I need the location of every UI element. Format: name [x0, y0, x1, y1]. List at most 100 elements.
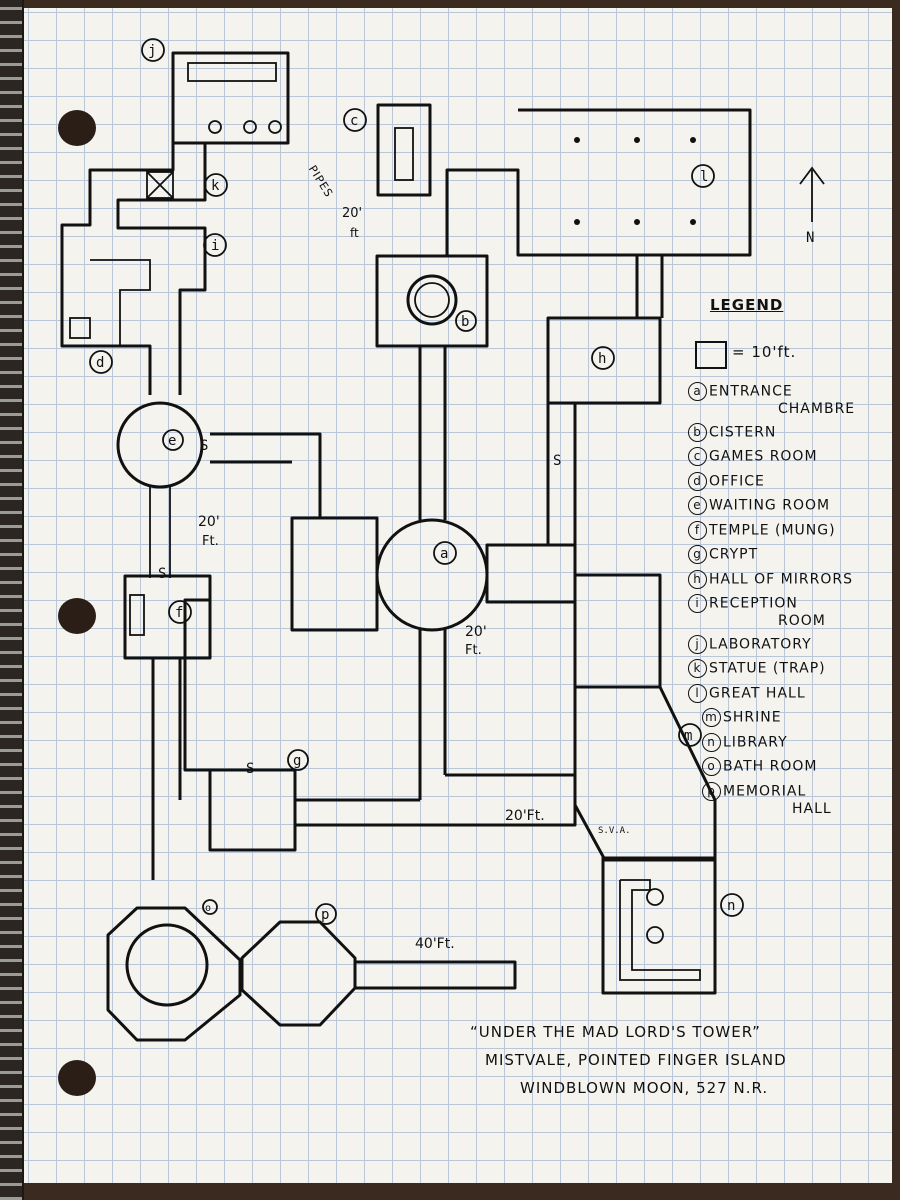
room-bath: o — [106, 899, 242, 1042]
room-memorial: p — [240, 903, 517, 1027]
legend-label: SHRINE — [723, 709, 782, 726]
stair-temple-unit: Ft. — [202, 534, 219, 549]
graph-paper — [22, 8, 892, 1183]
legend-key: k — [688, 659, 707, 678]
caption-location: MISTVALE, POINTED FINGER ISLAND — [485, 1051, 787, 1069]
room-great-hall: l — [445, 108, 752, 257]
svg-text:S.V.A.: S.V.A. — [598, 826, 631, 836]
legend-label-cont: CHAMBRE — [778, 401, 856, 417]
north-arrow: N — [799, 166, 825, 246]
corridor-east-label: 20'Ft. — [505, 808, 545, 824]
secret-door-mark: S — [553, 453, 561, 469]
room-entrance: a — [210, 432, 577, 800]
svg-text:b: b — [461, 314, 469, 330]
corridor-memorial-label: 40'Ft. — [415, 936, 455, 952]
room-laboratory: j — [141, 38, 290, 145]
legend-label: GAMES ROOM — [709, 448, 818, 465]
room-cistern: b — [375, 254, 489, 520]
legend-key: p — [702, 781, 721, 801]
legend-key: m — [702, 708, 721, 727]
legend-label: BATH ROOM — [723, 758, 818, 775]
svg-text:l: l — [700, 169, 708, 185]
caption-title: “UNDER THE MAD LORD'S TOWER” — [470, 1023, 761, 1041]
svg-text:e: e — [168, 433, 176, 449]
legend-key: i — [688, 594, 707, 613]
stair-entrance-height: 20' — [465, 624, 487, 640]
caption-date: WINDBLOWN MOON, 527 N.R. — [520, 1079, 769, 1097]
svg-text:k: k — [211, 178, 220, 194]
svg-text:m: m — [684, 728, 692, 744]
stair-temple-height: 20' — [198, 514, 220, 530]
room-shrine: m S.V.A. — [573, 573, 717, 862]
svg-text:d: d — [96, 355, 104, 371]
legend-key: f — [688, 520, 707, 540]
svg-text:i: i — [211, 238, 219, 254]
svg-text:N: N — [806, 230, 814, 246]
svg-text:o: o — [205, 903, 211, 914]
pipes-height: 20' — [342, 206, 363, 221]
room-library: n — [601, 856, 744, 995]
legend-label-cont: ROOM — [778, 613, 826, 629]
legend-label: MEMORIAL — [723, 783, 807, 799]
legend-label: ENTRANCE — [709, 383, 793, 400]
room-west-complex: k i d — [60, 143, 228, 395]
scale-square — [695, 341, 727, 369]
svg-text:c: c — [350, 113, 358, 129]
legend-key: o — [702, 757, 721, 776]
legend-label: GREAT HALL — [709, 685, 806, 701]
legend-label: CRYPT — [709, 546, 759, 563]
secret-door-mark: S — [246, 761, 254, 777]
pipes-unit: ft — [350, 226, 359, 240]
room-temple: f S — [123, 566, 212, 660]
secret-door-mark: S — [158, 566, 166, 582]
binder-hole — [58, 598, 96, 634]
svg-text:f: f — [175, 605, 183, 621]
legend-scale: = 10'ft. — [732, 343, 797, 361]
legend-key: h — [688, 569, 707, 589]
stair-entrance-unit: Ft. — [465, 643, 482, 658]
secret-door-mark: S — [200, 438, 208, 454]
svg-text:a: a — [440, 546, 448, 562]
legend-label: HALL OF MIRRORS — [709, 571, 853, 587]
svg-text:j: j — [148, 43, 156, 59]
room-games: c — [343, 103, 432, 197]
legend-label: RECEPTION — [709, 595, 798, 612]
svg-text:n: n — [727, 898, 735, 914]
legend-label: LIBRARY — [723, 734, 788, 750]
map-caption: “UNDER THE MAD LORD'S TOWER” MISTVALE, P… — [470, 1018, 890, 1102]
room-hall-of-mirrors: h S — [546, 255, 664, 545]
legend-key: d — [688, 471, 707, 491]
legend-key: g — [688, 545, 707, 564]
legend-key: l — [688, 683, 707, 703]
legend-key: e — [688, 496, 707, 515]
legend-key: j — [688, 634, 707, 654]
legend-title: LEGEND — [710, 296, 784, 314]
legend-key: a — [688, 382, 707, 401]
svg-text:g: g — [293, 753, 301, 769]
legend-label: STATUE (TRAP) — [709, 660, 826, 677]
notebook-spiral — [0, 0, 24, 1200]
binder-hole — [58, 1060, 96, 1096]
binder-hole — [58, 110, 96, 146]
legend-label-cont: HALL — [792, 800, 832, 817]
svg-text:h: h — [598, 351, 606, 367]
legend-key: c — [688, 447, 707, 466]
legend-key: n — [702, 732, 721, 752]
legend-label: TEMPLE (MUNG) — [709, 522, 836, 538]
room-waiting: e S — [116, 401, 208, 578]
